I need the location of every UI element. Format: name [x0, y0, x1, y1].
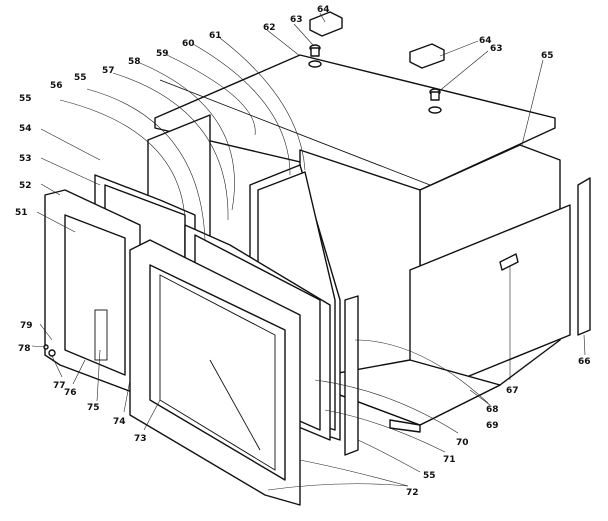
- latch-clip-icon: [499, 253, 519, 271]
- callout-70: 70: [456, 438, 469, 448]
- callout-63: 63: [490, 44, 503, 54]
- callout-56: 56: [50, 81, 63, 91]
- callout-67: 67: [506, 386, 519, 396]
- door-front-panel: [129, 239, 301, 506]
- hardware-items: [43, 11, 519, 357]
- bracket-icon: [309, 11, 445, 69]
- callout-63: 63: [290, 15, 303, 25]
- callout-74: 74: [113, 417, 126, 427]
- door-outer-frame: [44, 189, 141, 396]
- callout-69: 69: [486, 421, 499, 431]
- right-trim-strip: [577, 177, 591, 336]
- callout-68: 68: [486, 405, 499, 415]
- callout-78: 78: [18, 344, 31, 354]
- callout-55: 55: [19, 94, 32, 104]
- callout-65: 65: [541, 51, 554, 61]
- callout-58: 58: [128, 57, 141, 67]
- grommet-icon: [308, 44, 442, 114]
- outer-cabinet: [299, 144, 571, 426]
- leader-lines: [31, 12, 586, 491]
- callout-55: 55: [74, 73, 87, 83]
- callout-60: 60: [182, 39, 195, 49]
- callout-66: 66: [578, 357, 591, 367]
- callout-64: 64: [317, 5, 330, 15]
- callout-79: 79: [20, 321, 33, 331]
- callout-73: 73: [134, 434, 147, 444]
- callout-54: 54: [19, 124, 32, 134]
- callout-61: 61: [209, 31, 222, 41]
- callout-labels: 64 64 63 63 62 61 60 59 58 57 56 55 55 5…: [15, 5, 591, 498]
- callout-76: 76: [64, 388, 77, 398]
- callout-72: 72: [406, 488, 419, 498]
- callout-55: 55: [423, 471, 436, 481]
- callout-52: 52: [19, 181, 32, 191]
- callout-64: 64: [479, 36, 492, 46]
- callout-71: 71: [443, 455, 456, 465]
- callout-59: 59: [156, 49, 169, 59]
- top-panel: [154, 54, 556, 191]
- callout-53: 53: [19, 154, 32, 164]
- callout-62: 62: [263, 23, 276, 33]
- callout-51: 51: [15, 208, 28, 218]
- callout-77: 77: [53, 381, 66, 391]
- callout-75: 75: [87, 403, 100, 413]
- callout-57: 57: [102, 66, 115, 76]
